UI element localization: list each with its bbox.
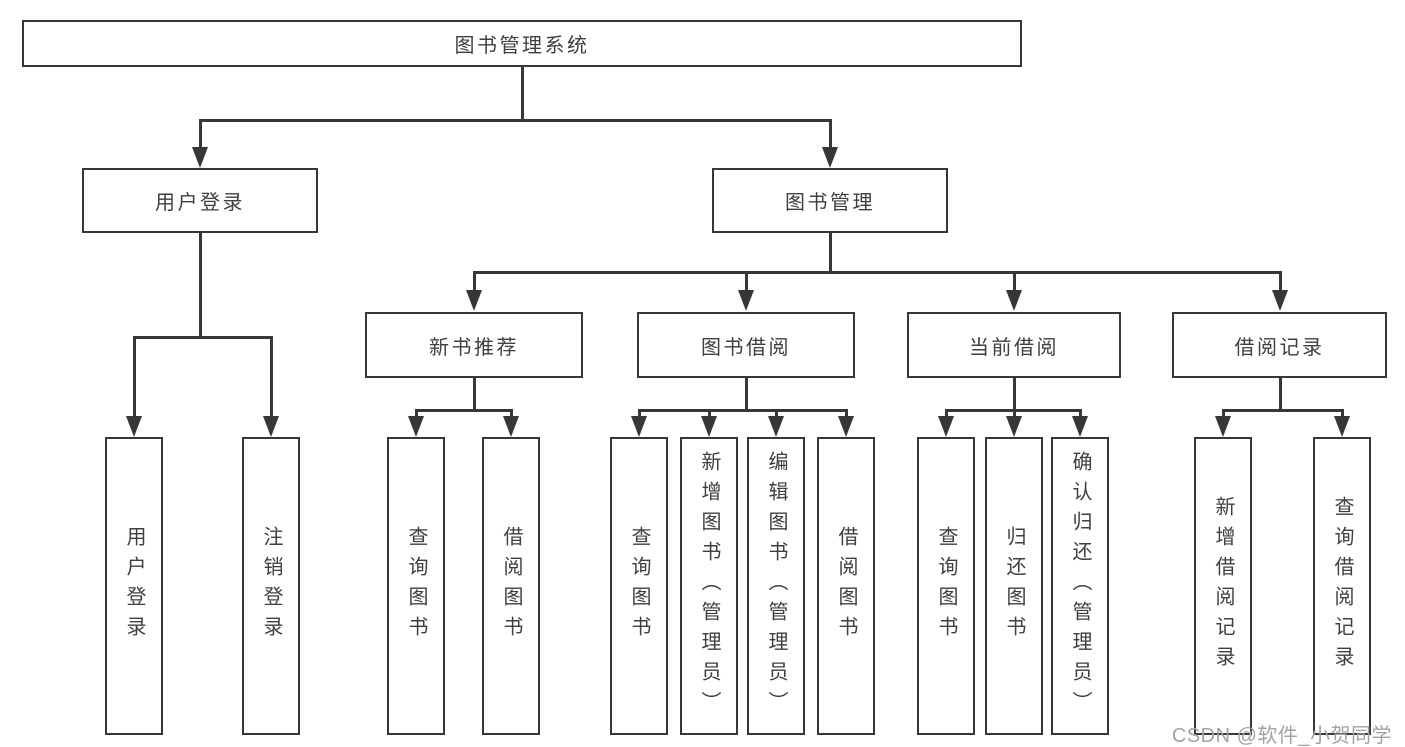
leaf-confirm-return-admin: 确认归还（管理员）	[1051, 437, 1109, 735]
connector-line	[132, 336, 136, 417]
connector-line	[828, 119, 832, 150]
connector-line	[198, 119, 832, 122]
connector-line	[472, 271, 1282, 274]
connector-line	[269, 336, 273, 417]
leaf-recommend-borrow-book: 借阅图书	[482, 437, 540, 735]
connector-line	[509, 409, 513, 418]
connector-line	[132, 336, 273, 339]
connector-line	[1012, 271, 1016, 291]
arrowhead-icon	[1334, 416, 1350, 437]
arrowhead-icon	[1072, 416, 1088, 437]
leaf-borrow-book: 借阅图书	[817, 437, 875, 735]
connector-line	[744, 271, 748, 291]
leaf-add-borrow-record: 新增借阅记录	[1194, 437, 1252, 735]
leaf-user-login: 用户登录	[105, 437, 163, 735]
arrowhead-icon	[768, 416, 784, 437]
connector-line	[414, 409, 513, 412]
connector-line	[520, 67, 524, 119]
connector-line	[472, 271, 476, 291]
connector-line	[1221, 409, 1225, 418]
connector-line	[1012, 409, 1016, 418]
leaf-edit-book-admin: 编辑图书（管理员）	[747, 437, 805, 735]
arrowhead-icon	[263, 416, 279, 437]
connector-line	[828, 233, 832, 271]
connector-line	[707, 409, 711, 418]
arrowhead-icon	[192, 147, 208, 168]
arrowhead-icon	[631, 416, 647, 437]
arrowhead-icon	[1272, 290, 1288, 311]
node-book-borrow: 图书借阅	[637, 312, 855, 378]
arrowhead-icon	[503, 416, 519, 437]
arrowhead-icon	[701, 416, 717, 437]
connector-line	[198, 233, 202, 336]
connector-line	[1012, 378, 1016, 409]
connector-line	[774, 409, 778, 418]
arrowhead-icon	[408, 416, 424, 437]
connector-line	[414, 409, 418, 418]
leaf-add-book-admin: 新增图书（管理员）	[680, 437, 738, 735]
arrowhead-icon	[1006, 290, 1022, 311]
node-user-login: 用户登录	[82, 168, 318, 233]
arrowhead-icon	[1215, 416, 1231, 437]
leaf-query-borrow-record: 查询借阅记录	[1313, 437, 1371, 735]
leaf-logout: 注销登录	[242, 437, 300, 735]
arrowhead-icon	[838, 416, 854, 437]
connector-line	[1278, 271, 1282, 291]
connector-line	[1221, 409, 1344, 412]
arrowhead-icon	[466, 290, 482, 311]
connector-line	[198, 119, 202, 150]
node-borrow-records: 借阅记录	[1172, 312, 1387, 378]
arrowhead-icon	[738, 290, 754, 311]
arrowhead-icon	[1006, 416, 1022, 437]
node-current-borrow: 当前借阅	[907, 312, 1121, 378]
connector-line	[844, 409, 848, 418]
connector-line	[1340, 409, 1344, 418]
connector-line	[1278, 378, 1282, 409]
node-book-management: 图书管理	[712, 168, 948, 233]
leaf-return-book: 归还图书	[985, 437, 1043, 735]
node-new-book-recommend: 新书推荐	[365, 312, 583, 378]
connector-line	[744, 378, 748, 409]
arrowhead-icon	[938, 416, 954, 437]
arrowhead-icon	[822, 147, 838, 168]
connector-line	[637, 409, 641, 418]
connector-line	[1078, 409, 1082, 418]
leaf-borrow-query-book: 查询图书	[610, 437, 668, 735]
leaf-current-query-book: 查询图书	[917, 437, 975, 735]
watermark: CSDN @软件_小贺同学	[1171, 725, 1392, 747]
connector-line	[472, 378, 476, 409]
arrowhead-icon	[126, 416, 142, 437]
leaf-recommend-query-book: 查询图书	[387, 437, 445, 735]
connector-line	[637, 409, 848, 412]
connector-line	[944, 409, 948, 418]
node-root: 图书管理系统	[22, 20, 1022, 67]
